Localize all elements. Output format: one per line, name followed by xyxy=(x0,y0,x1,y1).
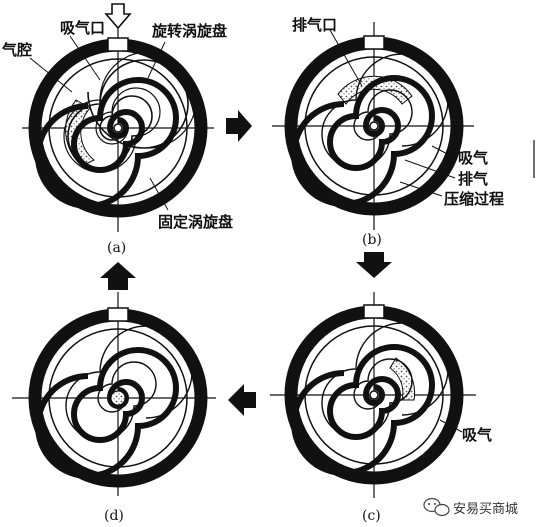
gas-pocket xyxy=(337,75,413,105)
panel-a: 吸气口 气腔 旋转涡旋盘 固定涡旋盘 (a) xyxy=(1,3,233,256)
fixed-scroll-wrap xyxy=(35,77,179,209)
outlet-port xyxy=(363,35,385,50)
gas-pocket xyxy=(389,357,416,401)
watermark: 安易买商城 xyxy=(423,497,518,517)
gas-pocket xyxy=(110,390,126,406)
wechat-logo-icon xyxy=(423,497,450,517)
panel-b: 排气口 吸气 排气 压缩过程 (b) xyxy=(272,16,535,248)
fixed-scroll-wrap xyxy=(291,344,435,476)
up-arrow-icon xyxy=(100,262,136,290)
suction-label: 吸气 xyxy=(462,426,492,444)
orbiting-scroll-label: 旋转涡旋盘 xyxy=(151,22,227,40)
chamber-label: 气腔 xyxy=(1,41,32,59)
suction-label: 吸气 xyxy=(458,149,488,167)
right-arrow-icon xyxy=(226,110,252,142)
fixed-scroll-wrap xyxy=(291,75,435,207)
port xyxy=(107,307,129,322)
fixed-scroll-label: 固定涡旋盘 xyxy=(158,213,233,231)
compression-label: 压缩过程 xyxy=(444,190,504,208)
watermark-text: 安易买商城 xyxy=(453,502,518,517)
orbiting-scroll-wrap xyxy=(67,59,189,169)
inlet-label: 吸气口 xyxy=(60,19,105,37)
port xyxy=(363,304,385,319)
discharge-label: 排气 xyxy=(458,170,488,188)
down-arrow-icon xyxy=(104,3,132,30)
inlet-port xyxy=(107,37,129,52)
fixed-scroll-wrap xyxy=(35,347,179,479)
panel-d: (d) xyxy=(12,292,216,524)
caption-c: (c) xyxy=(362,508,381,524)
caption-d: (d) xyxy=(104,508,124,524)
outlet-label: 排气口 xyxy=(292,16,337,34)
left-arrow-icon xyxy=(228,384,256,416)
caption-a: (a) xyxy=(107,240,126,256)
down-arrow-icon xyxy=(356,252,392,278)
caption-b: (b) xyxy=(362,232,382,248)
panel-c: 吸气 (c) xyxy=(270,292,492,524)
